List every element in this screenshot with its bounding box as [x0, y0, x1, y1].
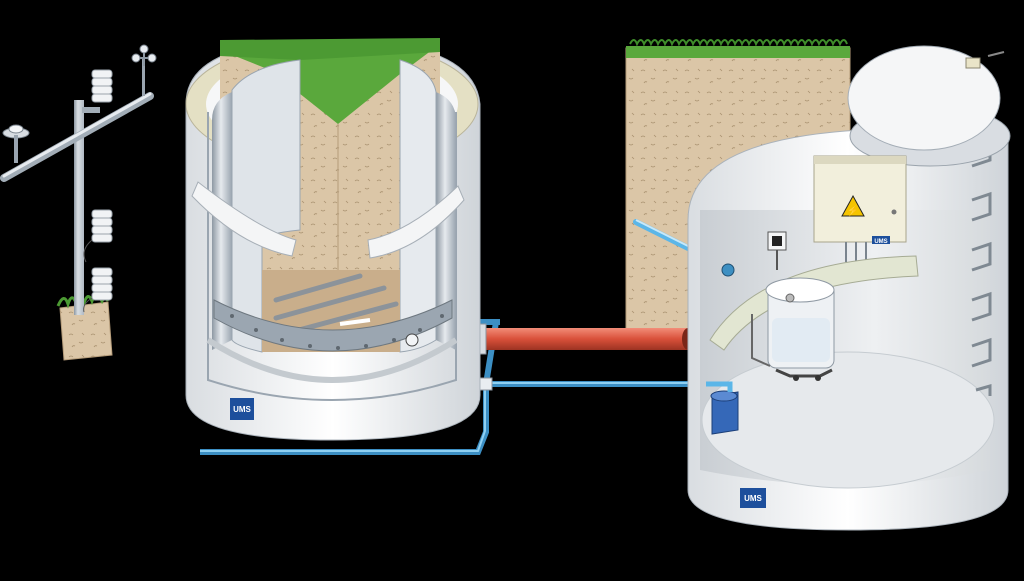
seepage-tank	[765, 277, 835, 381]
service-well: ⚡ UMS	[687, 45, 1011, 531]
control-shaft-icon: ⚡ UMS	[687, 45, 1011, 531]
tank-icon	[765, 277, 835, 381]
pipe-icon	[477, 323, 694, 355]
svg-text:UMS: UMS	[874, 239, 887, 245]
svg-text:UMS: UMS	[744, 494, 762, 503]
lysimeter-vessel: UMS	[185, 38, 481, 441]
cylinder-vessel-icon: UMS	[185, 38, 481, 441]
well-logo	[740, 488, 766, 508]
drainage-pipe	[200, 319, 706, 455]
warning-triangle-icon	[841, 194, 865, 217]
svg-text:UMS: UMS	[233, 405, 251, 414]
cabinet-logo	[872, 236, 890, 244]
weather-mast-icon	[0, 44, 157, 361]
weather-station	[0, 44, 157, 361]
electrical-cabinet: ⚡ UMS	[813, 155, 907, 262]
svg-text:⚡: ⚡	[847, 204, 859, 217]
vessel-logo	[230, 398, 254, 420]
drain-icon	[200, 319, 706, 455]
pump	[706, 381, 739, 435]
pump-icon	[706, 381, 739, 435]
connection-pipe	[477, 323, 694, 355]
